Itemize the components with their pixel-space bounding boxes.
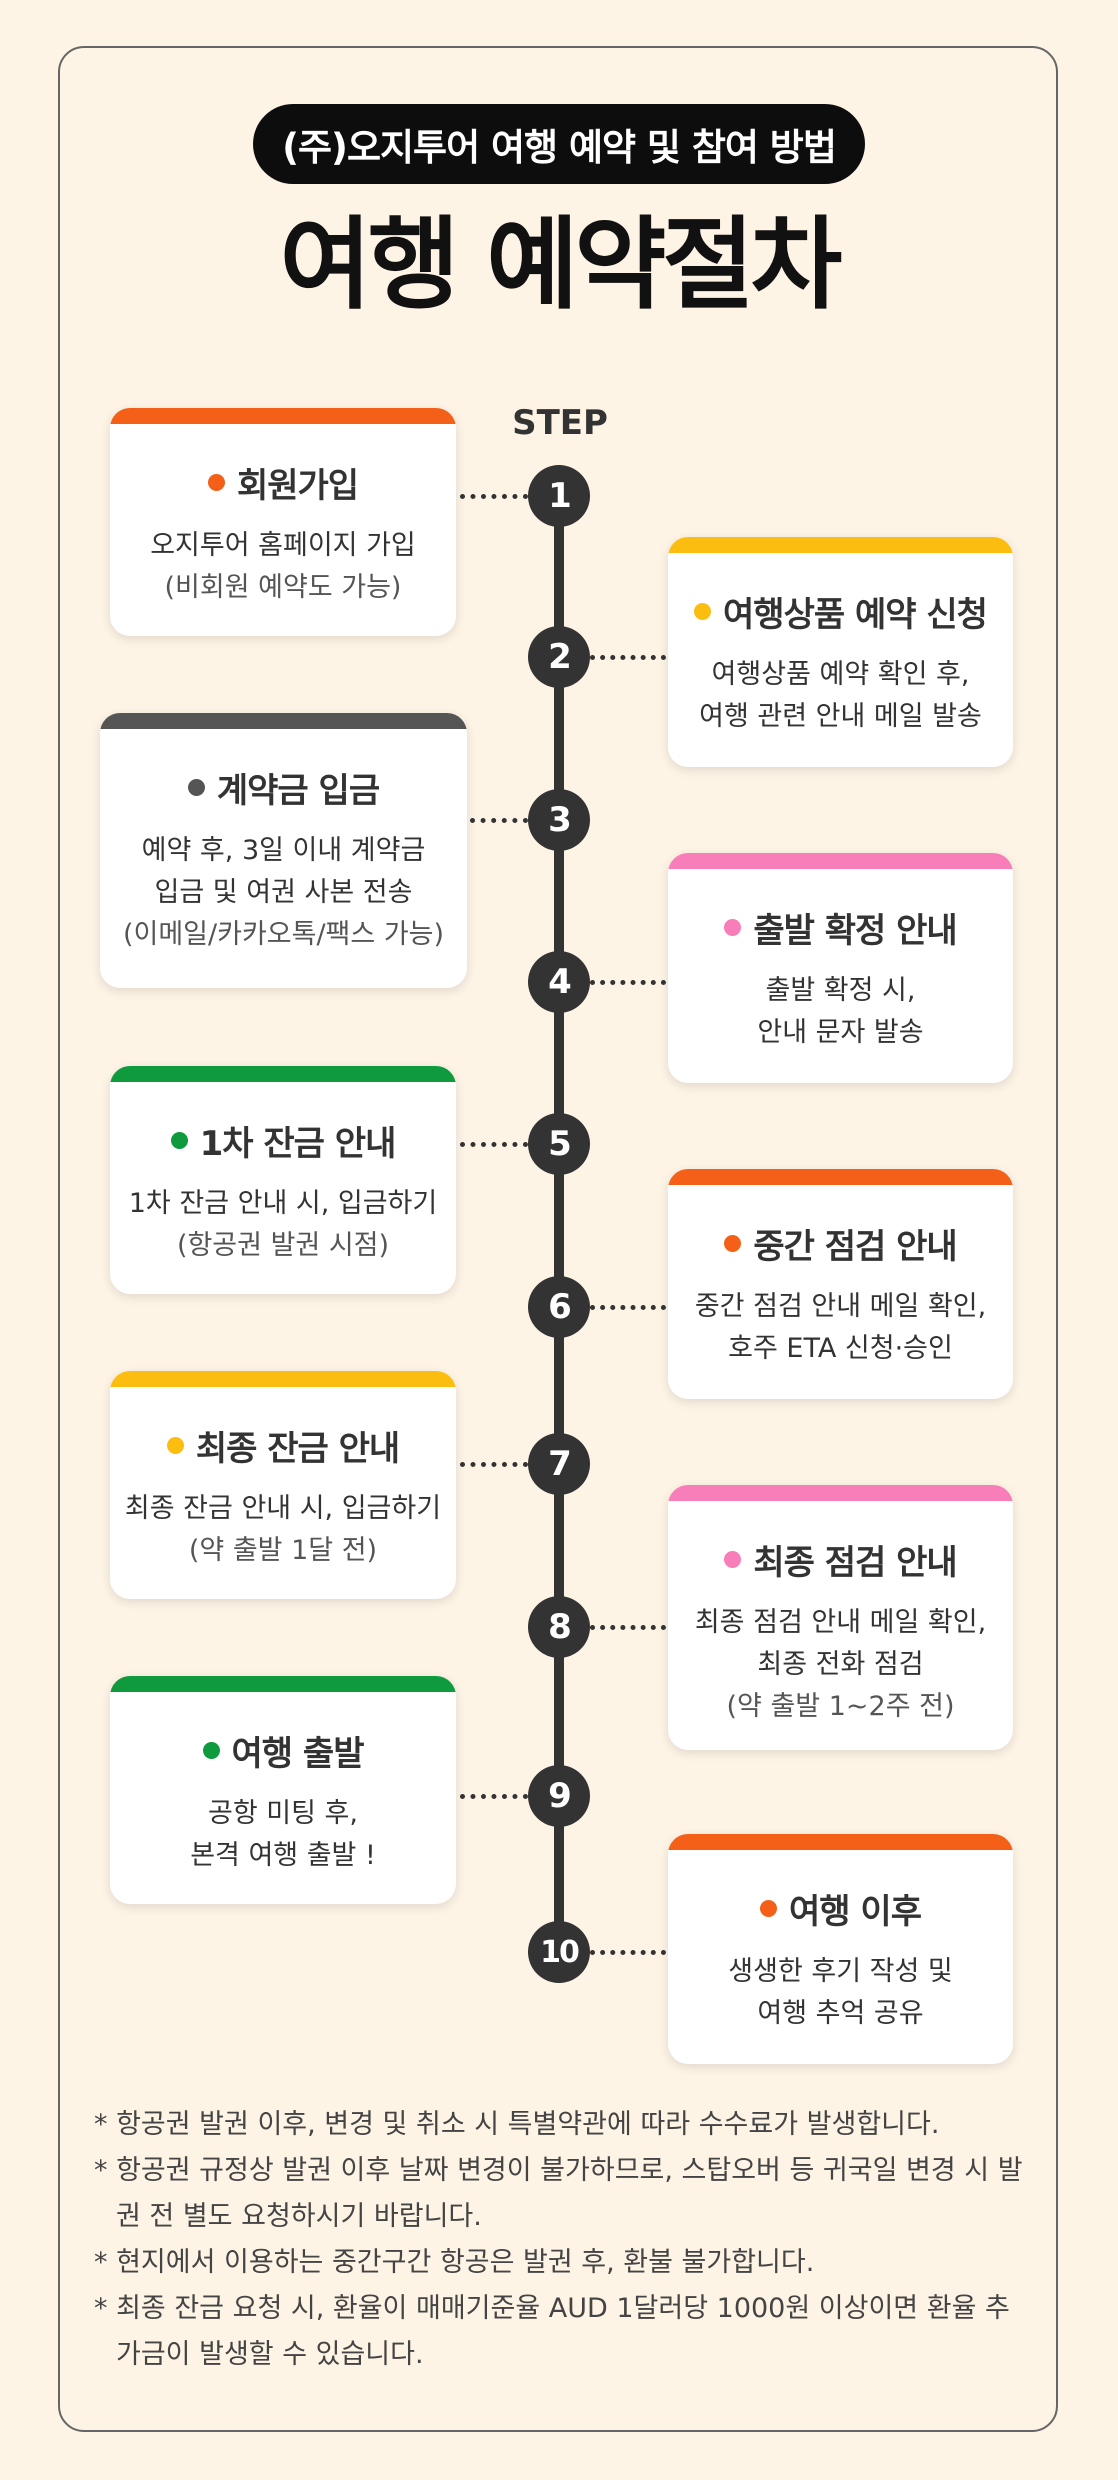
- step-title: 최종 잔금 안내: [195, 1429, 400, 1469]
- bullet-dot-icon: [694, 603, 712, 620]
- header-badge: (주)오지투어 여행 예약 및 참여 방법: [253, 104, 865, 184]
- connector-9: [460, 1794, 528, 1799]
- step-card-8: 최종 점검 안내 최종 점검 안내 메일 확인, 최종 전화 점검 (약 출발 …: [668, 1485, 1013, 1750]
- card-color-bar: [668, 1834, 1013, 1850]
- step-title: 1차 잔금 안내: [199, 1124, 397, 1164]
- card-color-bar: [110, 408, 456, 424]
- step-number-3: 3: [528, 789, 590, 851]
- connector-1: [460, 494, 528, 499]
- notice-item: * 최종 잔금 요청 시, 환율이 매매기준율 AUD 1달러당 1000원 이…: [94, 2293, 1010, 2370]
- step-desc-1: 중간 점검 안내 메일 확인,: [694, 1291, 987, 1322]
- step-desc-2: 본격 여행 출발 !: [190, 1840, 376, 1871]
- bullet-dot-icon: [724, 1235, 742, 1252]
- step-number-4: 4: [528, 951, 590, 1013]
- step-desc-2: 호주 ETA 신청·승인: [728, 1333, 953, 1364]
- step-card-9: 여행 출발 공항 미팅 후, 본격 여행 출발 !: [110, 1676, 456, 1904]
- bullet-dot-icon: [187, 779, 205, 796]
- step-card-2: 여행상품 예약 신청 여행상품 예약 확인 후, 여행 관련 안내 메일 발송: [668, 537, 1013, 767]
- card-color-bar: [110, 1371, 456, 1387]
- step-desc-1: 여행상품 예약 확인 후,: [711, 659, 970, 690]
- step-note: (이메일/카카오톡/팩스 가능): [122, 919, 445, 950]
- step-desc-1: 출발 확정 시,: [765, 975, 916, 1006]
- bullet-dot-icon: [760, 1900, 778, 1917]
- step-title: 여행상품 예약 신청: [723, 595, 988, 635]
- step-desc-1: 예약 후, 3일 이내 계약금: [141, 835, 426, 866]
- bullet-dot-icon: [166, 1437, 184, 1454]
- step-number-1: 1: [528, 465, 590, 527]
- connector-3: [470, 818, 528, 823]
- step-number-9: 9: [528, 1765, 590, 1827]
- step-desc-2: 여행 관련 안내 메일 발송: [699, 701, 982, 732]
- bullet-dot-icon: [724, 1551, 742, 1568]
- bullet-dot-icon: [724, 919, 742, 936]
- step-desc-1: 오지투어 홈페이지 가입: [150, 530, 416, 561]
- card-color-bar: [668, 1169, 1013, 1185]
- connector-5: [460, 1142, 528, 1147]
- step-note: (항공권 발권 시점): [176, 1230, 390, 1261]
- page-title: 여행 예약절차: [279, 206, 843, 323]
- step-number-8: 8: [528, 1596, 590, 1658]
- step-desc-1: 공항 미팅 후,: [208, 1798, 358, 1829]
- connector-8: [590, 1625, 666, 1630]
- notice-list: * 항공권 발권 이후, 변경 및 취소 시 특별약관에 따라 수수료가 발생합…: [94, 2102, 1024, 2378]
- notice-item: * 항공권 발권 이후, 변경 및 취소 시 특별약관에 따라 수수료가 발생합…: [94, 2109, 940, 2140]
- card-color-bar: [668, 537, 1013, 553]
- step-title: 계약금 입금: [216, 771, 380, 811]
- step-card-1: 회원가입 오지투어 홈페이지 가입 (비회원 예약도 가능): [110, 408, 456, 636]
- step-desc-2: 안내 문자 발송: [757, 1017, 924, 1048]
- step-card-10: 여행 이후 생생한 후기 작성 및 여행 추억 공유: [668, 1834, 1013, 2064]
- step-card-6: 중간 점검 안내 중간 점검 안내 메일 확인, 호주 ETA 신청·승인: [668, 1169, 1013, 1399]
- step-number-7: 7: [528, 1433, 590, 1495]
- step-desc-2: 여행 추억 공유: [757, 1998, 924, 2029]
- step-card-4: 출발 확정 안내 출발 확정 시, 안내 문자 발송: [668, 853, 1013, 1083]
- step-note: (약 출발 1~2주 전): [726, 1691, 955, 1722]
- card-color-bar: [100, 713, 467, 729]
- step-title: 출발 확정 안내: [753, 911, 957, 951]
- step-desc-2: 입금 및 여권 사본 전송: [154, 877, 413, 908]
- card-color-bar: [110, 1066, 456, 1082]
- card-color-bar: [110, 1676, 456, 1692]
- step-desc-1: 생생한 후기 작성 및: [728, 1956, 953, 1987]
- step-title: 회원가입: [236, 466, 359, 506]
- step-title: 최종 점검 안내: [753, 1543, 957, 1583]
- timeline-line: [554, 490, 564, 1945]
- step-desc-2: 최종 전화 점검: [757, 1649, 924, 1680]
- step-desc-1: 최종 잔금 안내 시, 입금하기: [124, 1493, 442, 1524]
- connector-2: [590, 655, 666, 660]
- bullet-dot-icon: [170, 1132, 188, 1149]
- step-card-5: 1차 잔금 안내 1차 잔금 안내 시, 입금하기 (항공권 발권 시점): [110, 1066, 456, 1294]
- step-desc-1: 1차 잔금 안내 시, 입금하기: [128, 1188, 438, 1219]
- step-card-3: 계약금 입금 예약 후, 3일 이내 계약금 입금 및 여권 사본 전송 (이메…: [100, 713, 467, 988]
- step-note: (약 출발 1달 전): [188, 1535, 378, 1566]
- notice-item: * 현지에서 이용하는 중간구간 항공은 발권 후, 환불 불가합니다.: [94, 2247, 815, 2278]
- bullet-dot-icon: [202, 1742, 220, 1759]
- step-label: STEP: [512, 403, 608, 443]
- card-color-bar: [668, 853, 1013, 869]
- content-frame: [58, 46, 1058, 2432]
- step-desc-1: 최종 점검 안내 메일 확인,: [694, 1607, 987, 1638]
- step-title: 여행 이후: [789, 1892, 922, 1932]
- step-number-5: 5: [528, 1113, 590, 1175]
- card-color-bar: [668, 1485, 1013, 1501]
- step-number-6: 6: [528, 1276, 590, 1338]
- step-title: 여행 출발: [231, 1734, 365, 1774]
- connector-6: [590, 1305, 666, 1310]
- step-title: 중간 점검 안내: [753, 1227, 957, 1267]
- connector-7: [460, 1462, 528, 1467]
- notice-item: * 항공권 규정상 발권 이후 날짜 변경이 불가하므로, 스탑오버 등 귀국일…: [94, 2155, 1023, 2232]
- step-card-7: 최종 잔금 안내 최종 잔금 안내 시, 입금하기 (약 출발 1달 전): [110, 1371, 456, 1599]
- step-number-2: 2: [528, 626, 590, 688]
- step-number-10: 10: [528, 1921, 590, 1983]
- step-note: (비회원 예약도 가능): [164, 572, 402, 603]
- connector-10: [590, 1950, 666, 1955]
- bullet-dot-icon: [207, 474, 225, 491]
- connector-4: [590, 980, 666, 985]
